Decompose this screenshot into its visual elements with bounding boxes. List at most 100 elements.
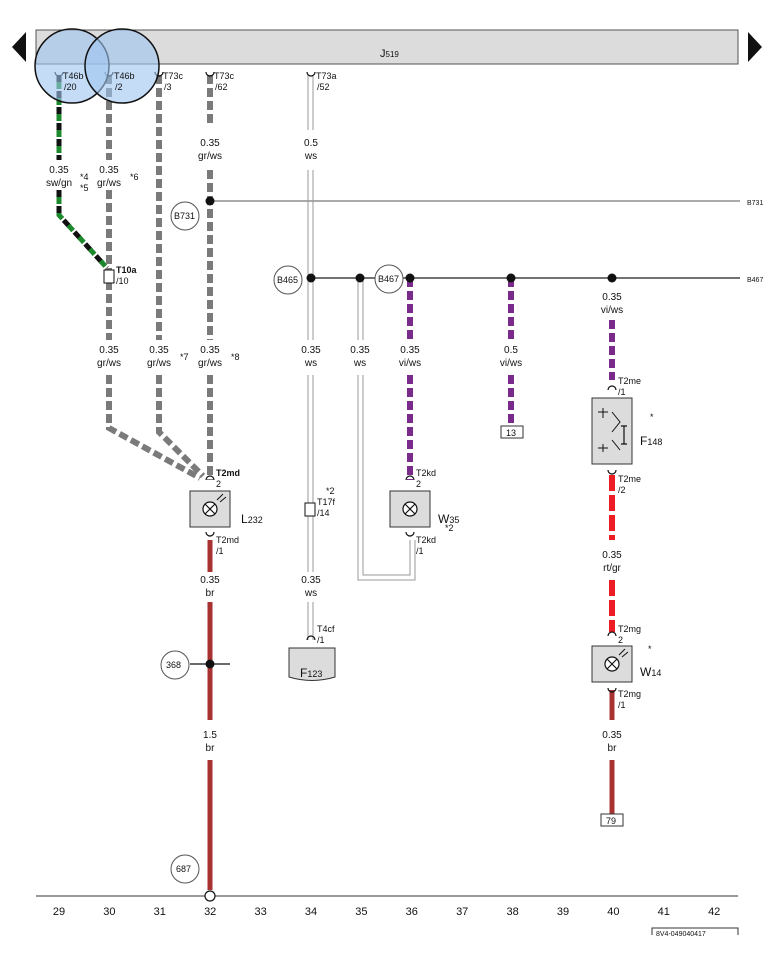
node-b467-label: B467 (378, 274, 399, 284)
wire-32-bot-color: br (206, 743, 216, 754)
drawing-id-frame (651, 927, 739, 935)
track-number: 40 (607, 906, 619, 918)
wire-29-diag (56, 190, 109, 270)
conn-t73a-52-name: T73a (316, 71, 337, 81)
wire-32-size: 0.35 (200, 138, 220, 149)
wire-35-loop-b (362, 375, 411, 576)
highlight-circle-t46b-2[interactable] (84, 28, 160, 104)
component-f123-box[interactable] (288, 647, 336, 681)
conn-t4cf-pin: /1 (317, 635, 325, 645)
wire-40-low-size: 0.35 (602, 730, 622, 741)
light-rays-icon (618, 648, 629, 658)
junction-32-b731 (205, 196, 215, 206)
junction-368 (205, 659, 215, 669)
conn-t10a-name: T10a (116, 265, 138, 275)
track-number: 39 (557, 906, 569, 918)
track-number: 38 (506, 906, 518, 918)
wire-35-mid-size: 0.35 (350, 345, 370, 356)
component-f123-label: F123 (300, 666, 322, 680)
track-number: 31 (154, 906, 166, 918)
control-unit-label: J519 (380, 48, 399, 60)
wire-29-note-a: *4 (80, 172, 89, 182)
ref-box-13[interactable] (500, 425, 524, 439)
track-number: 42 (708, 906, 720, 918)
ref-79-label: 79 (606, 816, 616, 826)
wire-31-mid-color: gr/ws (147, 358, 171, 369)
wire-31-mid-size: 0.35 (149, 345, 169, 356)
node-368[interactable] (160, 650, 190, 680)
wire-30-low (106, 375, 202, 481)
wire-34-mid-color: ws (304, 358, 317, 369)
conn-t73a-52-pin: /52 (317, 82, 330, 92)
wire-32-mid-note: *8 (231, 352, 240, 362)
wire-29-note-b: *5 (80, 183, 89, 193)
wire-32-low-color: br (206, 588, 216, 599)
node-b465-label: B465 (277, 275, 298, 285)
wire-34-size: 0.5 (304, 138, 318, 149)
component-f148-note: * (650, 412, 654, 422)
ref-box-79[interactable] (600, 813, 624, 827)
track-number: 29 (53, 906, 65, 918)
inline-connector-t17f (304, 502, 316, 517)
conn-t2kd-1-name: T2kd (416, 535, 436, 545)
conn-t2kd-2-pin: 2 (416, 479, 421, 489)
conn-t10a-pin: /10 (116, 276, 129, 286)
wire-30-color: gr/ws (97, 178, 121, 189)
conn-t17f-name: T17f (317, 497, 336, 507)
conn-t73c-62-pin: /62 (215, 82, 228, 92)
conn-t2mg-2-pin: 2 (618, 635, 623, 645)
node-687-label: 687 (176, 864, 191, 874)
wire-40-top-size: 0.35 (602, 292, 622, 303)
conn-t2kd-1-pin: /1 (416, 546, 424, 556)
conn-t2mg-2-name: T2mg (618, 624, 641, 634)
conn-t2mg-1-name: T2mg (618, 689, 641, 699)
component-l232-label: L232 (241, 512, 263, 526)
conn-t46b-20-name: T46b (63, 71, 84, 81)
conn-t46b-2-pin: /2 (115, 82, 123, 92)
node-b465[interactable] (273, 265, 303, 295)
wire-30-note: *6 (130, 172, 139, 182)
node-687[interactable] (170, 854, 200, 884)
track-number: 36 (406, 906, 418, 918)
wire-29-color: sw/gn (46, 178, 72, 189)
wire-40-top-color: vi/ws (601, 305, 623, 316)
nav-left-arrow[interactable] (12, 32, 26, 62)
wire-29-diag-stripe (56, 190, 109, 270)
conn-t2kd-2-name: T2kd (416, 468, 436, 478)
track-number: 32 (204, 906, 216, 918)
junction-34-b465 (306, 273, 316, 283)
drawing-id: 8V4-049040417 (656, 931, 706, 938)
junction-38-b467 (506, 273, 516, 283)
conn-t2mg-1-pin: /1 (618, 700, 626, 710)
bus-label-b731: B731 (747, 200, 763, 207)
wire-31-low (156, 375, 206, 479)
component-f148-box[interactable] (591, 397, 633, 465)
component-w35-note: *2 (445, 523, 454, 533)
track-number: 41 (658, 906, 670, 918)
wire-32-low-size: 0.35 (200, 575, 220, 586)
wire-32-bot-size: 1.5 (203, 730, 217, 741)
wire-34-mid-size: 0.35 (301, 345, 321, 356)
wire-40-low-color: br (608, 743, 618, 754)
bus-label-b467: B467 (747, 277, 763, 284)
node-b731[interactable] (170, 201, 200, 231)
wire-30-size: 0.35 (99, 165, 119, 176)
wire-35-mid-color: ws (353, 358, 366, 369)
wire-30-mid-size: 0.35 (99, 345, 119, 356)
conn-t2md-2-name: T2md (216, 468, 240, 478)
nav-right-arrow[interactable] (748, 32, 762, 62)
wire-40-mid-size: 0.35 (602, 550, 622, 561)
wire-32-mid-color: gr/ws (198, 358, 222, 369)
wire-40-mid-color: rt/gr (603, 563, 621, 574)
component-w14-note: * (648, 644, 652, 654)
wire-38-mid-size: 0.5 (504, 345, 518, 356)
wire-31-mid-note: *7 (180, 352, 189, 362)
component-w35-label: W35 (438, 512, 459, 526)
wire-32-mid-size: 0.35 (200, 345, 220, 356)
conn-t17f-note: *2 (326, 486, 335, 496)
ref-13-label: 13 (506, 428, 516, 438)
lamp-cross-icon (606, 658, 618, 670)
node-b467[interactable] (374, 264, 404, 294)
wire-36-mid-size: 0.35 (400, 345, 420, 356)
